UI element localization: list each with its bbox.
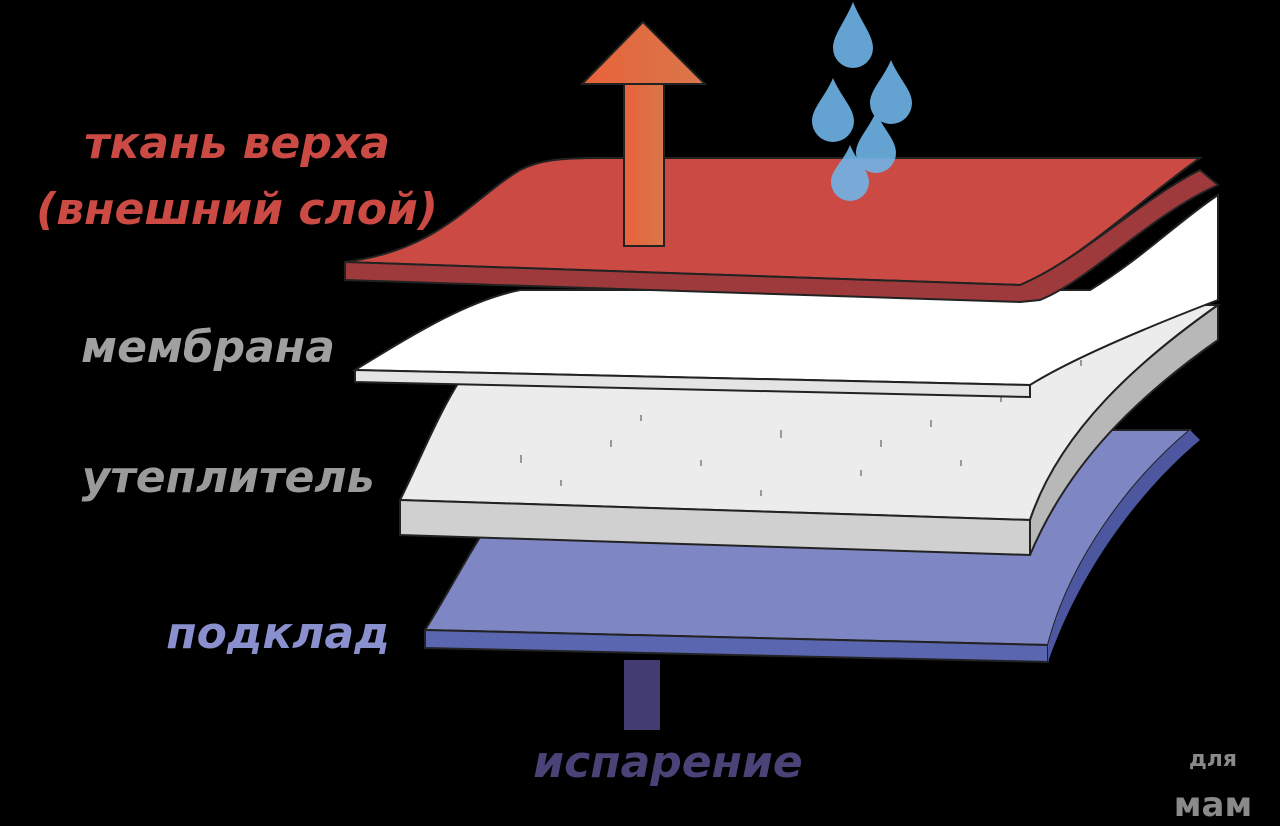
label-outer-layer: (внешний слой) — [36, 184, 438, 235]
label-outer-fabric: ткань верха — [84, 118, 390, 169]
label-evaporation: испарение — [533, 737, 802, 788]
vapor-arrow-up-icon — [579, 20, 708, 247]
label-membrane: мембрана — [81, 322, 335, 373]
watermark-line1: для — [1189, 747, 1237, 772]
outer-fabric-layer — [344, 157, 1220, 304]
label-lining: подклад — [166, 608, 389, 659]
vapor-stem-bottom — [624, 660, 660, 730]
label-insulation: утеплитель — [82, 452, 375, 503]
water-drops-icon — [812, 2, 912, 201]
watermark-line2: мам — [1174, 785, 1253, 825]
